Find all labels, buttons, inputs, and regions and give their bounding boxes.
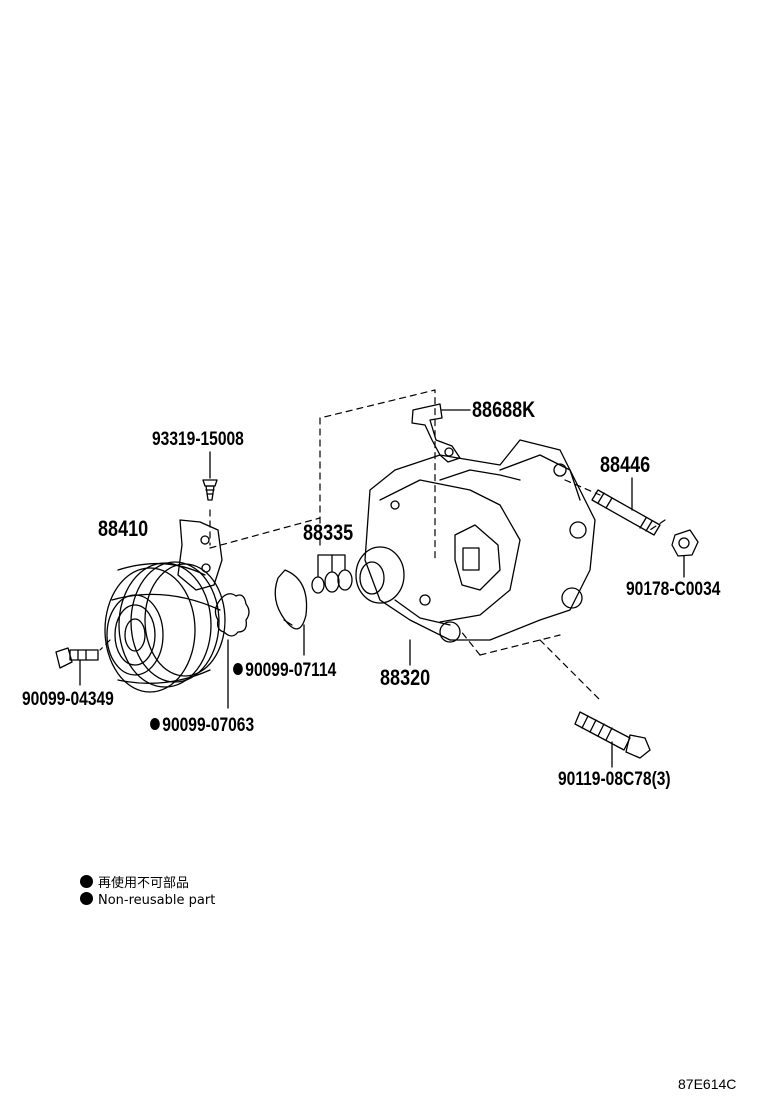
diagram-code: 87E614C (678, 1076, 737, 1092)
label-88410: 88410 (98, 516, 149, 541)
o-rings-88335 (311, 554, 353, 594)
legend-japanese: 再使用不可部品 (80, 872, 189, 891)
dashed-reference-lines (99, 389, 666, 701)
bracket-88688K (411, 403, 471, 463)
label-90178-C0034: 90178-C0034 (626, 579, 721, 600)
non-reusable-dot-icon (150, 718, 160, 730)
legend-english: Non-reusable part (80, 892, 215, 908)
label-90099-07063: 90099-07063 (150, 716, 254, 735)
label-88446: 88446 (600, 452, 651, 477)
legend-dot-icon (80, 892, 93, 905)
label-93319-15008: 93319-15008 (152, 429, 244, 450)
nut-90178-C0034 (671, 529, 699, 578)
label-88320: 88320 (380, 665, 431, 690)
stud-88446 (591, 477, 661, 536)
snap-ring-90099-07114 (274, 569, 308, 656)
label-88688K: 88688K (472, 397, 536, 422)
non-reusable-dot-icon (233, 663, 243, 675)
label-90119-08C78: 90119-08C78(3) (558, 769, 671, 790)
bolt-90099-04349 (55, 647, 99, 686)
bolt-90119-08C78 (574, 711, 651, 768)
snap-ring-90099-07063 (214, 593, 250, 709)
clutch-bracket (177, 519, 223, 591)
label-90099-04349: 90099-04349 (22, 689, 114, 710)
pulley-88410 (104, 561, 226, 693)
compressor-88320 (355, 439, 596, 666)
label-90099-07114: 90099-07114 (233, 661, 336, 680)
legend-dot-icon (80, 875, 93, 888)
screw-93319-15008 (202, 451, 218, 501)
label-88335: 88335 (303, 520, 354, 545)
